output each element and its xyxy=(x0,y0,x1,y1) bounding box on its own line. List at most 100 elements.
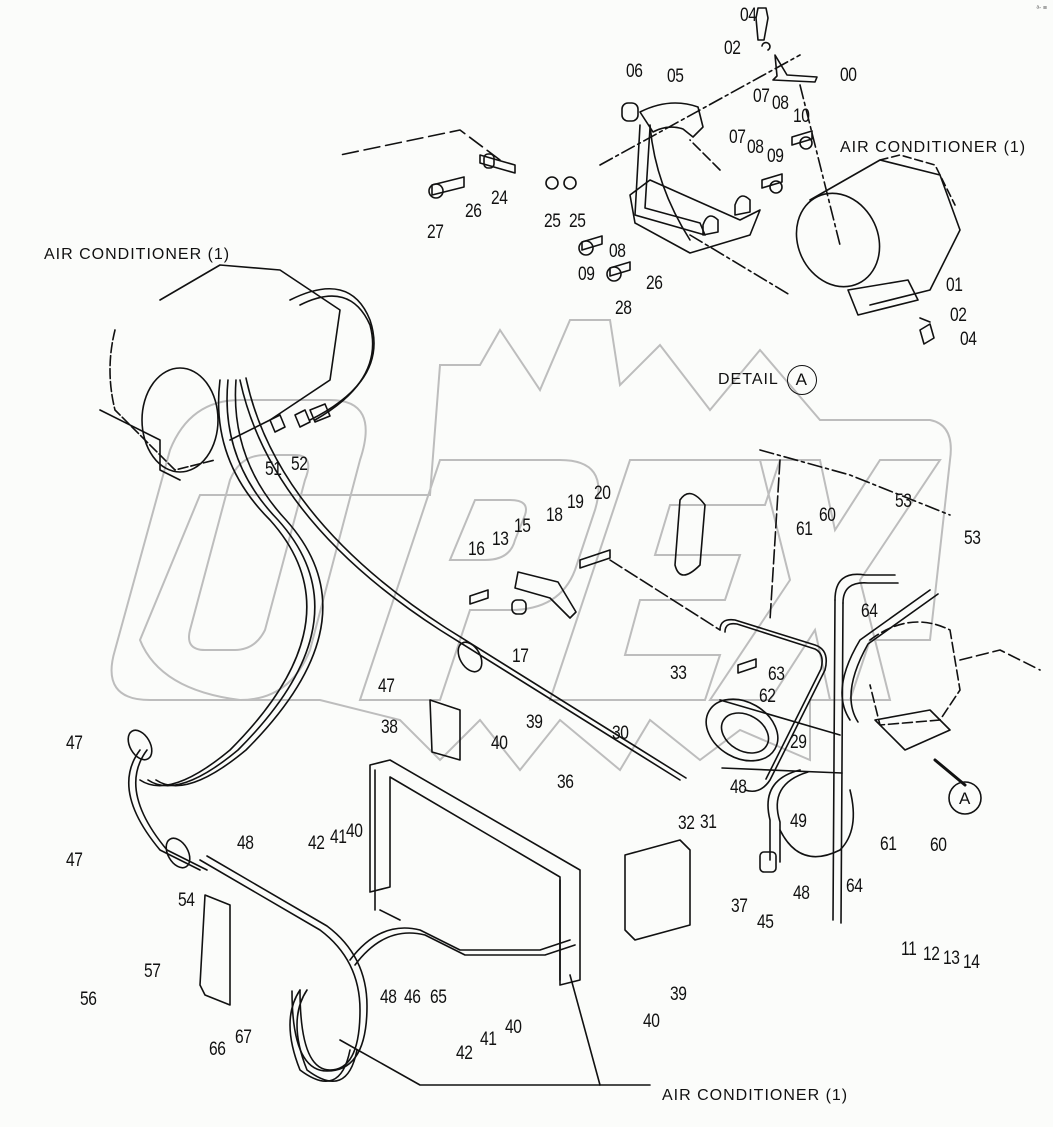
ac-unit-cab xyxy=(99,264,375,481)
part-label: 64 xyxy=(861,601,878,622)
detail-label-text: DETAIL xyxy=(718,371,779,389)
part-label: 14 xyxy=(963,952,980,973)
part-label: 62 xyxy=(759,686,776,707)
part-label: 17 xyxy=(512,646,529,667)
refrigerant-hose-long xyxy=(127,377,687,1072)
part-label: 51 xyxy=(265,459,282,480)
pipe-64 xyxy=(832,573,939,924)
part-label: 53 xyxy=(895,491,912,512)
part-label: 65 xyxy=(430,987,447,1008)
part-label: 48 xyxy=(237,833,254,854)
part-label: 60 xyxy=(930,835,947,856)
part-label: 46 xyxy=(404,987,421,1008)
compressor-unit xyxy=(795,154,961,345)
part-label: 09 xyxy=(767,146,784,167)
part-label: 02 xyxy=(950,305,967,326)
detail-a-arrow xyxy=(933,758,967,787)
part-label: 01 xyxy=(946,275,963,296)
part-label: 40 xyxy=(505,1017,522,1038)
part-label: 13 xyxy=(492,529,509,550)
part-label: 47 xyxy=(66,850,83,871)
part-label: 48 xyxy=(380,987,397,1008)
watermark-logo xyxy=(110,319,952,772)
watermark-letter-p xyxy=(358,459,600,701)
part-label: 28 xyxy=(615,298,632,319)
part-label: 07 xyxy=(753,86,770,107)
hose-clamp-47c xyxy=(165,837,191,869)
part-label: 09 xyxy=(578,264,595,285)
drive-belt-and-pulley xyxy=(705,618,843,793)
hose-46-lower xyxy=(289,927,576,1082)
assembly-label-ac-top-right: AIR CONDITIONER (1) xyxy=(840,139,1027,156)
part-label: 29 xyxy=(790,732,807,753)
part-label: 31 xyxy=(700,812,717,833)
part-label: 26 xyxy=(465,201,482,222)
assembly-label-ac-bottom: AIR CONDITIONER (1) xyxy=(662,1087,849,1104)
part-label: 41 xyxy=(480,1029,497,1050)
hose-clamp-47b xyxy=(127,729,153,761)
part-label: 26 xyxy=(646,273,663,294)
part-label: 48 xyxy=(730,777,747,798)
part-label: 07 xyxy=(729,127,746,148)
part-label: 66 xyxy=(209,1039,226,1060)
part-label: 19 xyxy=(567,492,584,513)
part-label: 04 xyxy=(740,5,757,26)
part-label: 25 xyxy=(544,211,561,232)
part-label: 39 xyxy=(670,984,687,1005)
leader-ac-bottom-2 xyxy=(569,974,601,1086)
part-label: 27 xyxy=(427,222,444,243)
part-label: 42 xyxy=(456,1043,473,1064)
part-label: 47 xyxy=(66,733,83,754)
watermark-letter-x xyxy=(708,459,942,701)
hose-clamp-47a xyxy=(457,641,483,673)
part-label: 45 xyxy=(757,912,774,933)
part-label: 41 xyxy=(330,827,347,848)
part-label: 08 xyxy=(609,241,626,262)
callout-a-letter: A xyxy=(959,789,972,808)
part-label: 48 xyxy=(793,883,810,904)
part-label: 13 xyxy=(943,948,960,969)
watermark-letter-e xyxy=(548,459,782,701)
watermark-gear xyxy=(138,319,952,772)
part-label: 15 xyxy=(514,516,531,537)
assembly-label-ac-top-left: AIR CONDITIONER (1) xyxy=(44,246,231,263)
part-label: 42 xyxy=(308,833,325,854)
part-label: 63 xyxy=(768,664,785,685)
part-label: 16 xyxy=(468,539,485,560)
part-label: 24 xyxy=(491,188,508,209)
tensioner-bracket xyxy=(469,549,721,631)
part-label: 40 xyxy=(491,733,508,754)
condenser-frame xyxy=(199,699,691,1006)
part-label: 49 xyxy=(790,811,807,832)
part-label: 18 xyxy=(546,505,563,526)
part-label: 10 xyxy=(793,106,810,127)
part-label: 60 xyxy=(819,505,836,526)
part-label: 08 xyxy=(747,137,764,158)
part-label: 06 xyxy=(626,61,643,82)
part-label: 38 xyxy=(381,717,398,738)
part-label: 05 xyxy=(667,66,684,87)
part-label: 54 xyxy=(178,890,195,911)
part-label: 57 xyxy=(144,961,161,982)
part-label: 64 xyxy=(846,876,863,897)
part-label: 61 xyxy=(796,519,813,540)
part-label: 67 xyxy=(235,1027,252,1048)
part-label: 37 xyxy=(731,896,748,917)
hose-48-middle xyxy=(759,769,855,873)
corner-mark: ᵃ⸱ ≡ xyxy=(1036,5,1047,12)
part-label: 08 xyxy=(772,93,789,114)
engine-block xyxy=(674,449,1041,751)
part-label: 20 xyxy=(594,483,611,504)
part-label: 61 xyxy=(880,834,897,855)
compressor-bracket-assembly xyxy=(339,7,841,296)
part-label: 04 xyxy=(960,329,977,350)
callout-a-circle xyxy=(948,781,982,815)
part-label: 12 xyxy=(923,944,940,965)
part-label: 40 xyxy=(643,1011,660,1032)
part-label: 33 xyxy=(670,663,687,684)
leader-ac-bottom xyxy=(339,1039,651,1086)
part-label: 39 xyxy=(526,712,543,733)
part-label: 47 xyxy=(378,676,395,697)
part-label: 30 xyxy=(612,723,629,744)
